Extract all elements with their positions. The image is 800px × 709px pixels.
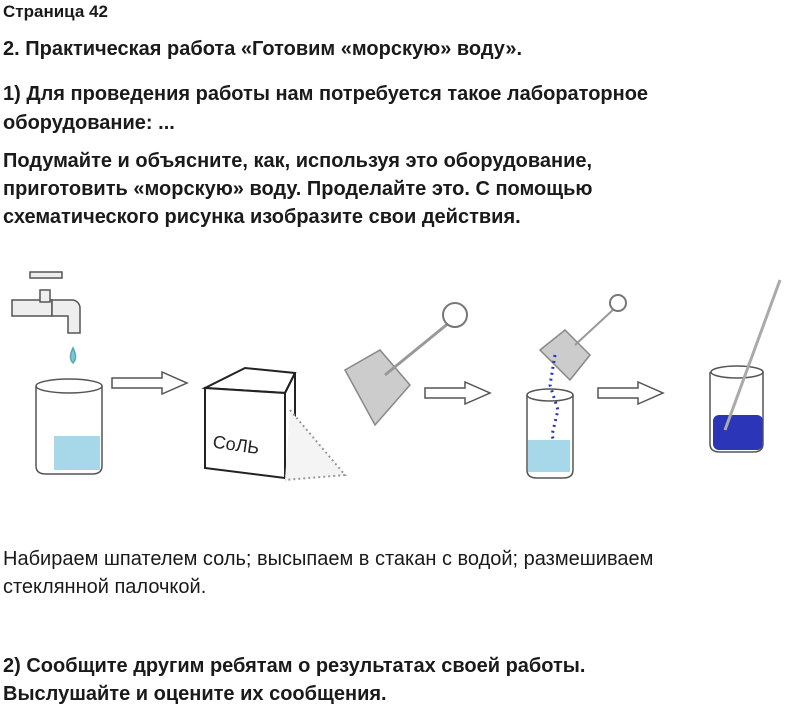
arrow-icon	[111, 370, 189, 396]
answer-line: стеклянной палочкой.	[3, 576, 207, 598]
arrow-icon	[597, 380, 665, 406]
task-title: 2. Практическая работа «Готовим «морскую…	[3, 38, 523, 60]
experiment-illustration: СоЛЬ	[11, 271, 782, 481]
spatula-icon	[343, 302, 468, 427]
glass-rod-icon	[723, 279, 782, 431]
beaker-water	[35, 378, 103, 475]
beaker-solution	[709, 279, 782, 453]
prompt-line: приготовить «морскую» воду. Проделайте э…	[3, 178, 593, 200]
beaker-with-salt	[526, 388, 574, 479]
step-2-line: 2) Сообщите другим ребятам о результатах…	[3, 655, 586, 677]
step-1-line: оборудование: ...	[3, 112, 175, 134]
answer-text: Набираем шпателем соль; высыпаем в стака…	[3, 545, 653, 601]
step-1: 1) Для проведения работы нам потребуется…	[3, 80, 648, 138]
task-prompt: Подумайте и объясните, как, используя эт…	[3, 147, 593, 231]
salt-bag: СоЛЬ	[201, 366, 348, 481]
step-2: 2) Сообщите другим ребятам о результатах…	[3, 652, 585, 708]
prompt-line: Подумайте и объясните, как, используя эт…	[3, 150, 593, 172]
step-2-line: Выслушайте и оцените их сообщения.	[3, 683, 387, 705]
page-number: Страница 42	[3, 2, 108, 21]
prompt-line: схематического рисунка изобразите свои д…	[3, 206, 521, 228]
step-1-line: 1) Для проведения работы нам потребуется…	[3, 83, 649, 105]
spatula-pouring-icon	[538, 294, 627, 451]
answer-line: Набираем шпателем соль; высыпаем в стака…	[3, 548, 654, 570]
faucet-icon	[11, 271, 81, 365]
arrow-icon	[424, 380, 492, 406]
